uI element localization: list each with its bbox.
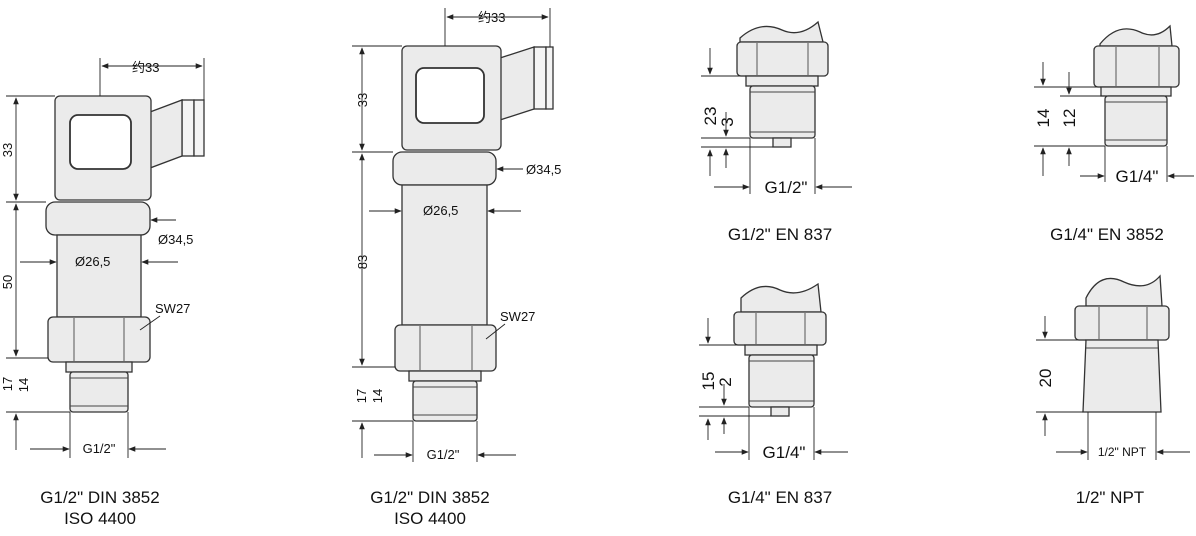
dim-body-length: 50 xyxy=(0,275,15,289)
pressure-tip xyxy=(770,406,790,417)
thread-body xyxy=(69,371,129,413)
dim-thread: 1/2" NPT xyxy=(1098,445,1147,459)
dim-thread-length: 14 xyxy=(16,378,31,392)
hex-nut xyxy=(394,324,497,372)
caption-line-2: ISO 4400 xyxy=(64,509,136,528)
body-tube xyxy=(56,234,142,318)
caption-line-2: ISO 4400 xyxy=(394,509,466,528)
caption-din-short: G1/2" DIN 3852 ISO 4400 xyxy=(10,487,190,529)
caption-line-1: G1/4" EN 3852 xyxy=(1050,225,1164,244)
plug-window xyxy=(69,114,132,170)
caption-npt: 1/2" NPT xyxy=(1030,487,1190,508)
cut-body-top xyxy=(739,20,824,43)
dim-body-diameter: Ø26,5 xyxy=(423,203,458,218)
dim-plug-width: 约33 xyxy=(132,60,159,75)
caption-line-1: G1/4" EN 837 xyxy=(727,488,833,507)
dim-total-length: 15 xyxy=(699,372,718,391)
thread-collar xyxy=(408,370,482,382)
dim-plug-height: 33 xyxy=(0,143,15,157)
hex-nut xyxy=(1093,45,1180,88)
plug-cable-gland xyxy=(181,99,195,157)
dim-body-diameter: Ø26,5 xyxy=(75,254,110,269)
fitting-drawing-npt xyxy=(1036,274,1190,460)
dim-tip-length: 3 xyxy=(718,117,737,126)
caption-line-1: G1/2" EN 837 xyxy=(727,225,833,244)
dim-total-length: 23 xyxy=(701,107,720,126)
caption-g14-en837: G1/4" EN 837 xyxy=(690,487,870,508)
plug-gland-cap xyxy=(545,46,554,110)
hex-nut xyxy=(733,311,827,346)
dim-body-length: 83 xyxy=(355,255,370,269)
caption-g12-en837: G1/2" EN 837 xyxy=(690,224,870,245)
body-tube xyxy=(401,184,488,326)
thread-collar xyxy=(745,75,819,87)
plug-window xyxy=(415,67,485,124)
cut-body-top xyxy=(1099,24,1173,47)
thread-collar xyxy=(1100,86,1172,97)
dim-lines-v4 xyxy=(1034,62,1194,182)
dim-lines-v6 xyxy=(1036,316,1190,460)
dim-thread-length: 20 xyxy=(1036,369,1055,388)
dim-thread: G1/2" xyxy=(765,178,808,197)
dim-lines-v5 xyxy=(699,318,848,460)
cut-body-top xyxy=(1085,274,1163,307)
thread-collar xyxy=(744,344,818,356)
dim-thread: G1/4" xyxy=(1116,167,1159,186)
plug-neck xyxy=(499,46,535,121)
hex-nut xyxy=(736,41,829,77)
cut-body-top xyxy=(740,282,822,313)
pressure-tip xyxy=(772,137,792,148)
hex-nut xyxy=(1074,305,1170,341)
dim-total-length: 14 xyxy=(1034,109,1053,128)
dim-thread-total: 17 xyxy=(0,377,15,391)
plug-gland-cap xyxy=(193,99,205,157)
dim-nut-diameter: Ø34,5 xyxy=(158,232,193,247)
caption-g14-en3852: G1/4" EN 3852 xyxy=(1018,224,1196,245)
dim-thread-length: 14 xyxy=(370,389,385,403)
fitting-drawing-g14-en837 xyxy=(699,282,848,460)
thread-body xyxy=(749,85,816,139)
caption-line-1: G1/2" DIN 3852 xyxy=(40,488,160,507)
dim-lines-v1 xyxy=(6,58,205,458)
caption-line-1: 1/2" NPT xyxy=(1075,488,1145,507)
sensor-drawing-din-short xyxy=(6,58,205,458)
caption-line-1: G1/2" DIN 3852 xyxy=(370,488,490,507)
dim-thread-total: 17 xyxy=(354,389,369,403)
npt-thread-body xyxy=(1082,339,1162,413)
dim-thread: G1/2" xyxy=(83,441,116,456)
plug-neck xyxy=(149,99,183,169)
dim-thread: G1/4" xyxy=(763,443,806,462)
dim-nut-diameter: Ø34,5 xyxy=(526,162,561,177)
thread-collar xyxy=(65,361,133,373)
dim-lines-v2 xyxy=(352,8,551,462)
thread-body xyxy=(1104,95,1168,147)
hex-nut xyxy=(47,316,151,363)
top-nut xyxy=(392,151,497,186)
caption-din-long: G1/2" DIN 3852 ISO 4400 xyxy=(340,487,520,529)
dim-thread-length: 12 xyxy=(1060,109,1079,128)
top-nut xyxy=(45,201,151,236)
plug-cable-gland xyxy=(533,46,547,110)
thread-body xyxy=(412,380,478,422)
fitting-drawing-g12-en837 xyxy=(701,20,852,194)
sensor-drawing-din-long xyxy=(352,8,554,462)
thread-body xyxy=(748,354,815,408)
dim-tip-length: 2 xyxy=(716,377,735,386)
dim-thread: G1/2" xyxy=(427,447,460,462)
dim-plug-height: 33 xyxy=(355,93,370,107)
dim-plug-width: 约33 xyxy=(478,10,505,25)
dim-hex-size: SW27 xyxy=(500,309,535,324)
dim-lines-v3 xyxy=(701,48,852,194)
fitting-drawing-g14-en3852 xyxy=(1034,24,1194,182)
dim-hex-size: SW27 xyxy=(155,301,190,316)
